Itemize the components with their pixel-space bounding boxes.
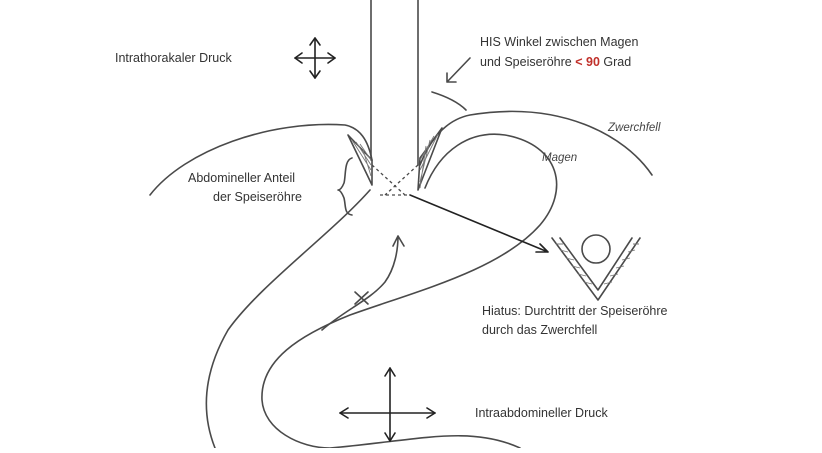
hiatus-label-line2: durch das Zwerchfell <box>482 323 598 337</box>
hiatus-label-line1: Hiatus: Durchtritt der Speiseröhre <box>482 304 668 318</box>
abdominal-esophagus-label-line2: der Speiseröhre <box>213 190 302 204</box>
flow-arrow <box>321 235 405 331</box>
his-angle-label-line1: HIS Winkel zwischen Magen <box>480 35 639 49</box>
hiatus-pointer <box>409 194 549 253</box>
his-angle-pointer <box>446 57 471 83</box>
intrathoracic-four-way-arrow-icon <box>294 37 336 79</box>
his-angle-prefix: und Speiseröhre <box>480 55 572 69</box>
intrathoracic-pressure-label: Intrathorakaler Druck <box>115 51 232 65</box>
his-angle-unit: Grad <box>603 55 632 69</box>
hiatus-dashed-lines <box>371 164 419 196</box>
hiatus-hatching-left <box>347 134 373 186</box>
flow-arrow-mark <box>354 291 369 305</box>
stomach-label: Magen <box>542 152 578 164</box>
hiatus-hatching-right <box>417 127 443 191</box>
his-angle-value: < 90 <box>575 55 600 69</box>
v-notch-hiatus-icon <box>551 234 641 301</box>
his-angle-label-line2: und Speiseröhre < 90 Grad <box>480 54 631 71</box>
his-angle-arc <box>431 91 467 111</box>
abdominal-brace <box>337 157 353 216</box>
intraabdominal-pressure-label: Intraabdomineller Druck <box>475 406 608 420</box>
stomach-outline <box>205 133 558 449</box>
abdominal-esophagus-label-line1: Abdomineller Anteil <box>188 171 296 185</box>
intraabdominal-four-way-arrow-icon <box>339 367 436 442</box>
diaphragm-label: Zwerchfell <box>608 122 661 134</box>
